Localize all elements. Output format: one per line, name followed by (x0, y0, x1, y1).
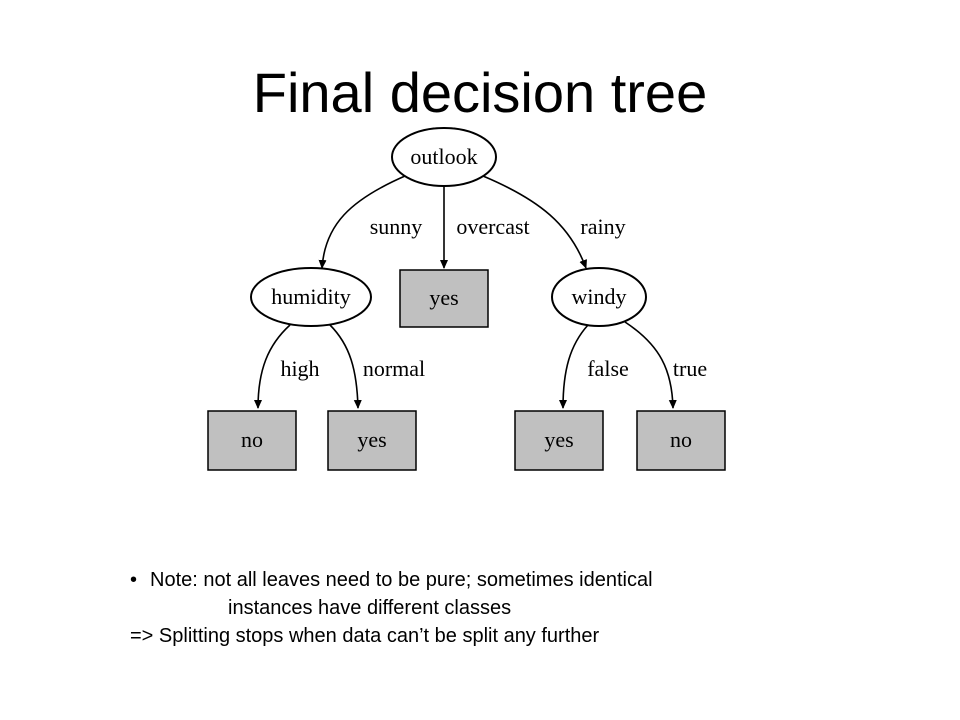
node-outlook-label: outlook (410, 144, 477, 169)
leaf-overcast-yes: yes (399, 269, 489, 328)
edge-outlook-sunny (318, 175, 406, 269)
edge-humidity-normal (329, 324, 362, 409)
leaf-windy-false-label: yes (544, 427, 573, 452)
node-outlook: outlook (391, 127, 497, 187)
edge-windy-false (559, 324, 589, 409)
edge-label-rainy: rainy (580, 214, 625, 239)
bullet-icon: • (130, 569, 138, 591)
node-humidity-label: humidity (271, 284, 350, 309)
leaf-windy-true-label: no (670, 427, 692, 452)
leaf-humidity-high-no: no (207, 410, 297, 471)
edge-outlook-rainy (482, 175, 587, 269)
edge-label-false: false (587, 356, 629, 381)
decision-tree-diagram: outlook sunny overcast rainy humidity ye… (207, 127, 726, 471)
leaf-windy-true-no: no (636, 410, 726, 471)
leaf-windy-false-yes: yes (514, 410, 604, 471)
node-humidity: humidity (250, 267, 372, 327)
edge-humidity-high (254, 324, 291, 409)
edge-label-true: true (673, 356, 707, 381)
edge-label-overcast: overcast (456, 214, 529, 239)
note-line-2: instances have different classes (228, 597, 512, 619)
leaf-humidity-normal-label: yes (357, 427, 386, 452)
edge-label-sunny: sunny (370, 214, 423, 239)
edge-windy-true (624, 321, 677, 409)
note-text-1: Note: not all leaves need to be pure; so… (150, 569, 653, 591)
node-windy: windy (551, 267, 647, 327)
leaf-humidity-normal-yes: yes (327, 410, 417, 471)
slide-title: Final decision tree (252, 61, 708, 124)
edge-label-normal: normal (363, 356, 425, 381)
edge-label-high: high (280, 356, 319, 381)
note-line-1: • Note: not all leaves need to be pure; s… (130, 566, 890, 594)
leaf-overcast-yes-label: yes (429, 285, 458, 310)
leaf-humidity-high-label: no (241, 427, 263, 452)
notes: • Note: not all leaves need to be pure; s… (130, 566, 890, 650)
node-windy-label: windy (572, 284, 627, 309)
note-line-3: => Splitting stops when data can’t be sp… (130, 625, 600, 647)
